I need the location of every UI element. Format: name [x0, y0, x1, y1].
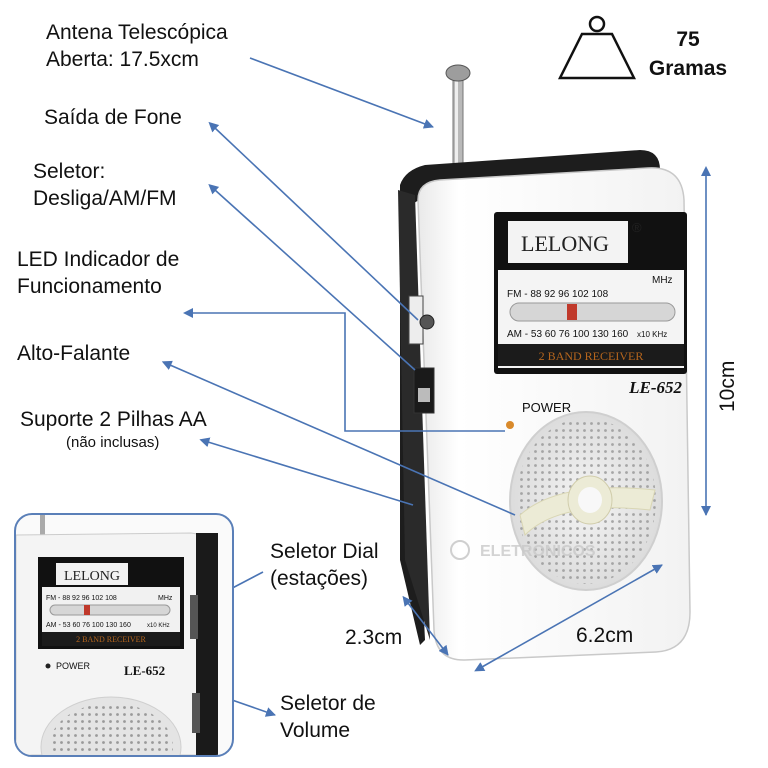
dial-label-line2: (estações): [270, 567, 369, 590]
weight-unit: Gramas: [648, 57, 728, 80]
weight-value: 75: [676, 28, 700, 51]
selector-label: Seletor: Desliga/AM/FM: [33, 158, 177, 212]
antenna-label: Antena Telescópica Aberta: 17.5xcm: [46, 19, 228, 73]
selector-label-line1: Seletor:: [33, 160, 106, 183]
inset-band-label: 2 BAND RECEIVER: [76, 635, 146, 644]
inset-model-label: LE-652: [124, 663, 165, 678]
led-label: LED Indicador de Funcionamento: [17, 246, 179, 300]
tuning-needle: [567, 304, 577, 320]
speaker-grille: [509, 411, 663, 591]
fm-unit: MHz: [652, 275, 673, 286]
watermark-icon: [450, 540, 470, 560]
fm-scale: FM - 88 92 96 102 108: [507, 289, 609, 300]
inset-illustration: LELONG FM - 88 92 96 102 108 MHz AM - 53…: [16, 515, 218, 755]
antenna-label-line2: Aberta: 17.5xcm: [46, 48, 199, 71]
power-led: [506, 421, 514, 429]
registered-mark: ®: [632, 220, 642, 235]
power-label: POWER: [522, 400, 571, 415]
led-label-line2: Funcionamento: [17, 275, 162, 298]
depth-dimension: 2.3cm: [345, 626, 403, 649]
side-view-inset: LELONG FM - 88 92 96 102 108 MHz AM - 53…: [14, 513, 234, 757]
am-scale: AM - 53 60 76 100 130 160: [507, 329, 629, 340]
battery-note: (não inclusas): [66, 434, 160, 451]
speaker-label: Alto-Falante: [17, 342, 131, 365]
callout-arrows: [161, 57, 711, 717]
antenna-label-line1: Antena Telescópica: [46, 21, 228, 44]
width-dimension: 6.2cm: [576, 624, 634, 647]
volume-wheel: [192, 693, 200, 733]
inset-fm-unit: MHz: [158, 595, 173, 602]
band-label: 2 BAND RECEIVER: [539, 349, 644, 363]
inset-fm-scale: FM - 88 92 96 102 108: [46, 595, 117, 602]
inset-power-label: POWER: [56, 661, 91, 671]
height-dimension: 10cm: [716, 360, 739, 412]
led-label-line1: LED Indicador de: [17, 248, 180, 271]
dial-label-line1: Seletor Dial: [270, 540, 379, 563]
volume-label-line1: Seletor de: [280, 692, 376, 715]
volume-label: Seletor de Volume: [280, 690, 376, 744]
inset-am-unit: x10 KHz: [147, 623, 170, 629]
headphone-label: Saída de Fone: [44, 106, 182, 129]
volume-label-line2: Volume: [280, 719, 351, 742]
inset-am-scale: AM - 53 60 76 100 130 160: [46, 622, 131, 629]
dial-wheel: [190, 595, 198, 639]
selector-label-line2: Desliga/AM/FM: [33, 187, 177, 210]
dial-label: Seletor Dial (estações): [270, 538, 379, 592]
inset-brand-logo: LELONG: [64, 569, 120, 584]
brand-logo: LELONG: [521, 231, 609, 256]
weight-icon: [557, 15, 637, 80]
am-unit: x10 KHz: [637, 330, 667, 339]
battery-label: Suporte 2 Pilhas AA: [20, 408, 207, 431]
model-label: LE-652: [628, 378, 682, 397]
watermark: ELETRONICOS: [480, 543, 596, 560]
